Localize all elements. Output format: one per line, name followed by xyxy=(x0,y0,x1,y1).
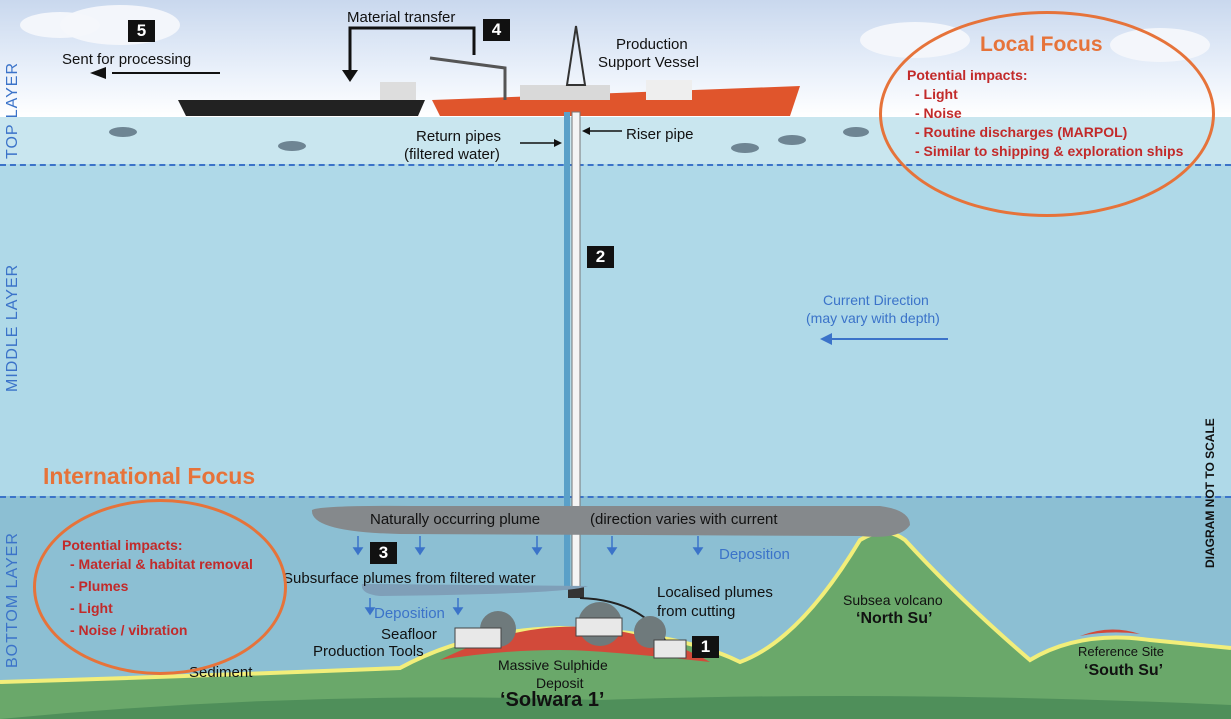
return-pipes-label-line1: Return pipes xyxy=(416,128,502,145)
massive-sulphide-label-line2: Deposit xyxy=(536,675,584,691)
international-impact-item: - Plumes xyxy=(70,578,129,594)
foreground-hill xyxy=(0,696,1231,719)
international-impact-item: - Noise / vibration xyxy=(70,622,188,638)
south-su-label: ‘South Su’ xyxy=(1084,662,1164,679)
top-layer-label: TOP LAYER xyxy=(4,61,21,159)
sent-for-processing-label: Sent for processing xyxy=(62,51,192,68)
production-vessel-label-line2: Support Vessel xyxy=(598,54,699,71)
sediment-line xyxy=(0,530,1231,684)
current-direction-label-line2: (may vary with depth) xyxy=(806,310,940,326)
middle-bottom-boundary xyxy=(0,496,1231,498)
return-pipes-label-line2: (filtered water) xyxy=(404,146,500,163)
step-badge-1: 1 xyxy=(692,636,719,658)
not-to-scale-label: DIAGRAM NOT TO SCALE xyxy=(1203,418,1217,568)
natural-plume xyxy=(311,505,910,537)
seafloor-tool xyxy=(454,627,502,649)
crane xyxy=(429,56,507,100)
step-badge-4: 4 xyxy=(483,19,510,41)
local-focus-title: Local Focus xyxy=(980,33,1103,56)
natural-plume-label: Naturally occurring plume xyxy=(370,511,541,528)
local-impact-item: - Similar to shipping & exploration ship… xyxy=(915,143,1184,159)
middle-layer-label: MIDDLE LAYER xyxy=(4,263,21,392)
local-impact-item: - Noise xyxy=(915,105,962,121)
subsurface-plume xyxy=(361,584,588,596)
north-su-label: ‘North Su’ xyxy=(856,610,933,627)
local-impact-item: - Routine discharges (MARPOL) xyxy=(915,124,1128,140)
bulk-carrier-ship xyxy=(178,100,425,116)
deposition-label-left: Deposition xyxy=(374,605,445,622)
reference-site-label: Reference Site xyxy=(1078,644,1164,659)
cloud xyxy=(60,5,180,45)
local-focus-heading: Potential impacts: xyxy=(907,67,1028,83)
reference-site-deposit xyxy=(1080,629,1140,636)
step-badge-3: 3 xyxy=(370,542,397,564)
natural-plume-direction-label: (direction varies with current xyxy=(590,511,778,528)
middle-layer-water xyxy=(0,164,1231,496)
seafloor-tool xyxy=(575,617,623,637)
solwara-label: ‘Solwara 1’ xyxy=(500,689,605,711)
top-middle-boundary xyxy=(0,164,1231,166)
localised-plumes-label-line1: Localised plumes xyxy=(657,584,773,601)
international-focus-title: International Focus xyxy=(43,463,256,489)
international-focus-heading: Potential impacts: xyxy=(62,537,183,553)
international-impact-item: - Material & habitat removal xyxy=(70,556,253,572)
local-impact-item: - Light xyxy=(915,86,958,102)
riser-pipe-label: Riser pipe xyxy=(626,126,694,143)
localised-plumes-label-line2: from cutting xyxy=(657,603,736,620)
local-focus-ellipse xyxy=(879,11,1215,217)
derrick xyxy=(565,25,587,86)
material-transfer-arrow xyxy=(348,26,476,72)
step-badge-2: 2 xyxy=(587,246,614,268)
bottom-layer-label: BOTTOM LAYER xyxy=(4,532,21,668)
subsurface-plumes-label: Subsurface plumes from filtered water xyxy=(283,570,536,587)
deposition-arrows xyxy=(352,536,704,616)
step-badge-5: 5 xyxy=(128,20,155,42)
production-vessel-label-line1: Production xyxy=(616,36,688,53)
fish xyxy=(109,127,869,153)
deposition-label-right: Deposition xyxy=(719,546,790,563)
seafloor-tools-label-line2: Production Tools xyxy=(313,643,424,660)
return-pipe xyxy=(564,112,570,590)
international-impact-item: - Light xyxy=(70,600,113,616)
seafloor-tools-label-line1: Seafloor xyxy=(381,626,437,643)
massive-sulphide-label-line1: Massive Sulphide xyxy=(498,657,608,673)
subsea-volcano-label: Subsea volcano xyxy=(843,592,943,608)
current-direction-label-line1: Current Direction xyxy=(823,292,929,308)
material-transfer-label: Material transfer xyxy=(347,9,456,26)
production-support-vessel xyxy=(432,86,800,116)
international-focus-ellipse xyxy=(33,499,287,675)
seafloor-tool xyxy=(653,639,687,659)
